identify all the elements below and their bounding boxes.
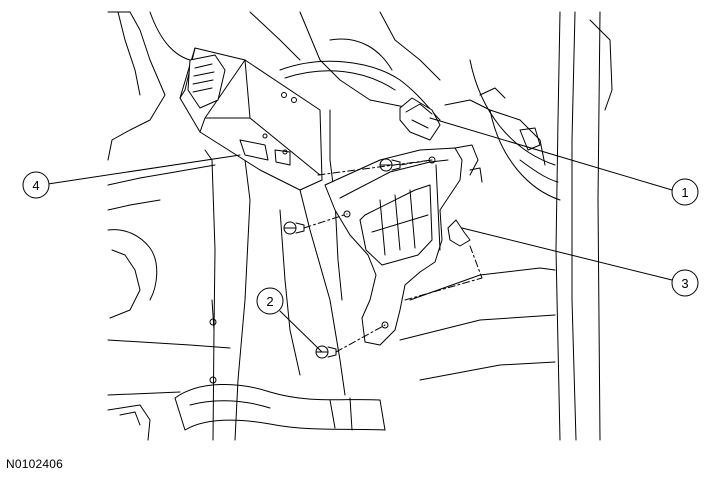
screw-lower xyxy=(315,345,337,359)
leader-lines xyxy=(47,117,673,353)
callout-label-3: 3 xyxy=(681,276,688,291)
module-item-4 xyxy=(179,47,323,191)
assembly-lines xyxy=(303,159,483,353)
callout-label-1: 1 xyxy=(681,185,688,200)
callout-4 xyxy=(22,171,50,199)
exploded-view-illustration: 1 2 3 4 xyxy=(22,11,699,441)
callout-2 xyxy=(256,287,284,315)
figure-code: N0102406 xyxy=(6,457,63,471)
screw-middle xyxy=(283,221,305,235)
screws-item-2 xyxy=(283,158,401,359)
bracket-item-3 xyxy=(324,144,483,346)
vehicle-structure xyxy=(107,11,613,441)
callout-1 xyxy=(671,178,699,206)
callout-label-4: 4 xyxy=(32,178,39,193)
screw-upper xyxy=(379,158,401,172)
callout-3 xyxy=(671,269,699,297)
callout-label-2: 2 xyxy=(266,294,273,309)
connector-item-1 xyxy=(399,97,441,141)
